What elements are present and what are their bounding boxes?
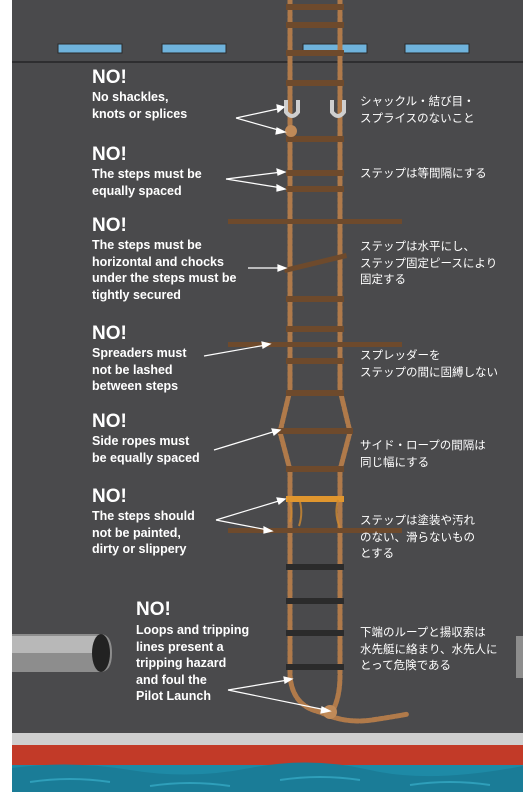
japanese-text: ステップは塗装や汚れ のない、滑らないもの とする: [360, 513, 475, 560]
japanese-text: ステップは水平にし、 ステップ固定ピースにより 固定する: [360, 239, 498, 286]
spreader-step: [228, 219, 402, 224]
knot-icon: [323, 705, 337, 719]
pilot-launch-fender-end: [92, 634, 110, 672]
ladder-step: [286, 50, 344, 56]
dark-step: [286, 564, 344, 570]
spreader-step: [228, 528, 402, 533]
ship-hull: [12, 0, 523, 733]
dark-step: [286, 630, 344, 636]
ladder-step: [286, 170, 344, 176]
annotation-text: Spreaders must not be lashed between ste…: [92, 346, 187, 393]
arrow: [235, 107, 283, 119]
arrow-head: [283, 676, 294, 684]
arrow-head: [277, 264, 288, 272]
annotation-text: Loops and tripping lines present a tripp…: [136, 623, 250, 703]
dark-step: [286, 664, 344, 670]
lashed-spreader: [228, 342, 402, 347]
annotation-text: The steps must be equally spaced: [92, 167, 202, 198]
arrow-head: [276, 184, 287, 192]
no-heading: NO!: [92, 67, 127, 88]
right-edge-fitting: [516, 636, 523, 678]
ladder-step: [286, 296, 344, 302]
ladder-step: [286, 466, 344, 472]
arrow: [203, 344, 267, 357]
no-heading: NO!: [92, 486, 127, 507]
arrow-head: [276, 104, 286, 114]
annotation-text: The steps must be horizontal and chocks …: [92, 238, 237, 302]
ladder-steps: [228, 4, 402, 670]
deck-window: [57, 43, 123, 54]
deck-window: [161, 43, 227, 54]
arrow: [227, 679, 289, 691]
japanese-text: サイド・ロープの間隔は 同じ幅にする: [360, 438, 486, 469]
arrow: [227, 689, 327, 711]
japanese-text: スプレッダーを ステップの間に固縛しない: [360, 348, 498, 379]
arrow-head: [320, 706, 332, 714]
arrow-head: [276, 168, 287, 176]
shackle-icon: [284, 100, 300, 118]
arrow: [215, 499, 283, 521]
ladder-step: [286, 358, 344, 364]
tilted-step: [284, 253, 347, 273]
sea-wave-line: [29, 776, 491, 787]
ladder-step: [286, 390, 344, 396]
japanese-text: シャックル・結び目・ スプライスのないこと: [360, 94, 475, 125]
waterline-band: [12, 733, 523, 745]
bottom-loop-rope: [317, 709, 411, 724]
left-side-rope: [277, 0, 323, 715]
annotation-text: Side ropes must be equally spaced: [92, 434, 200, 465]
ladder-step: [286, 186, 344, 192]
shackles: [284, 100, 346, 719]
ladder-step: [286, 22, 344, 28]
shackle-icon: [330, 100, 346, 118]
annotation-text: The steps should not be painted, dirty o…: [92, 509, 195, 556]
japanese-text: ステップは等間隔にする: [360, 166, 487, 180]
paint-smear: [287, 499, 341, 529]
ladder-step: [286, 326, 344, 332]
arrow-head: [261, 341, 272, 349]
no-heading: NO!: [136, 599, 171, 620]
arrow: [213, 430, 277, 451]
knot-icon: [285, 125, 297, 137]
no-heading: NO!: [92, 323, 127, 344]
no-heading: NO!: [92, 411, 127, 432]
arrow-head: [275, 127, 287, 135]
no-heading: NO!: [92, 215, 127, 236]
no-heading: NO!: [92, 144, 127, 165]
wide-step: [277, 428, 353, 434]
deck-window: [404, 43, 470, 54]
pilot-launch-fender-shade: [12, 636, 107, 653]
arrow-head: [276, 497, 287, 506]
ladder-step: [286, 80, 344, 86]
sea-waves: [12, 762, 523, 792]
arrow-head: [263, 526, 274, 534]
arrow: [225, 178, 283, 189]
ladder-step: [286, 136, 344, 142]
arrow: [225, 171, 283, 180]
painted-step: [286, 496, 344, 502]
japanese-text: 下端のループと揚収索は 水先艇に絡まり、水先人に とって危険である: [360, 625, 498, 672]
arrow-head: [271, 428, 282, 437]
pointer-arrows: [203, 104, 332, 714]
annotation-text: No shackles, knots or splices: [92, 90, 188, 121]
arrow: [215, 519, 269, 531]
arrow: [235, 117, 283, 132]
ladder-step: [286, 4, 344, 10]
dark-step: [286, 598, 344, 604]
